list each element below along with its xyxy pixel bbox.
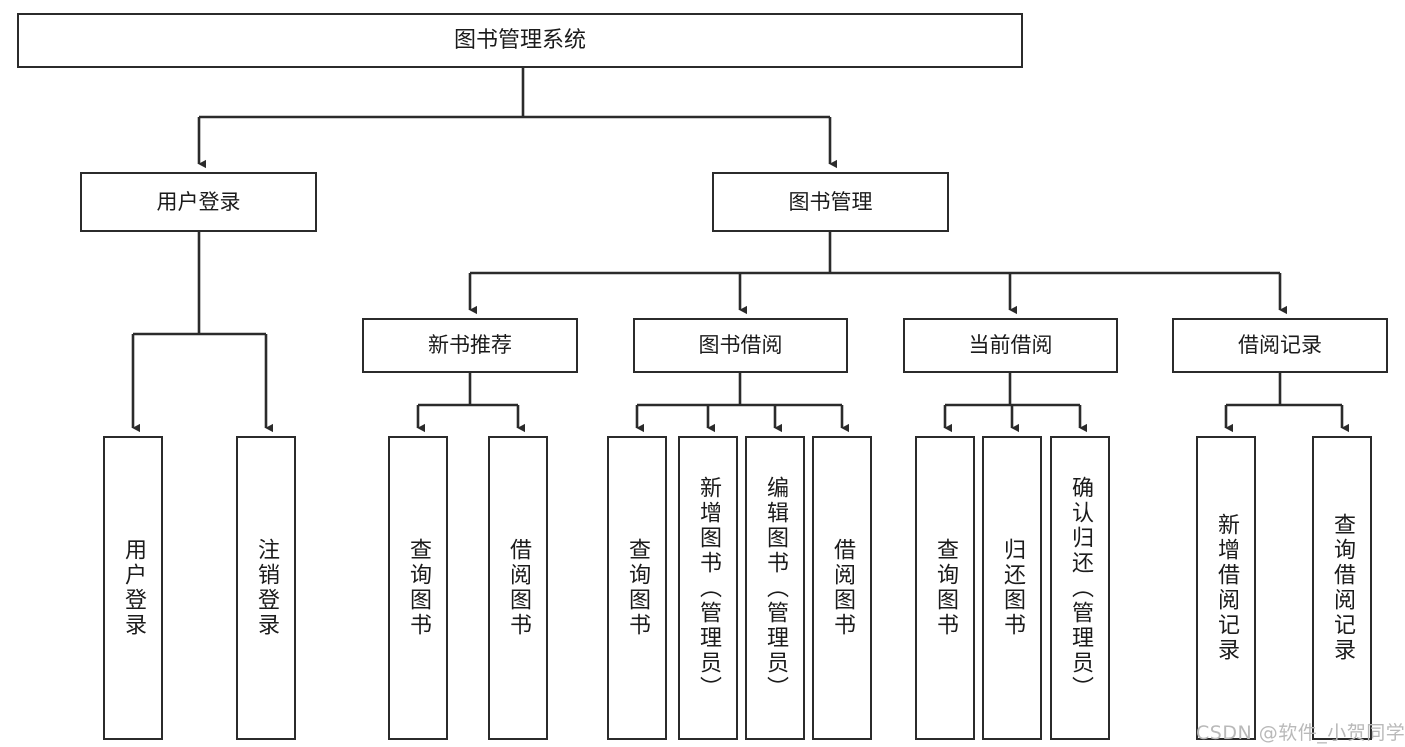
leaf-new-book-borrow-book[interactable]: 借阅图书 [488,436,548,740]
node-label: 用户登录 [121,538,146,638]
node-new-book-recommend[interactable]: 新书推荐 [362,318,578,373]
node-label: 查询图书 [625,538,650,638]
node-label: 借阅图书 [506,538,531,638]
leaf-book-borrow-add-book-admin[interactable]: 新增图书（管理员） [678,436,738,740]
node-label: 编辑图书（管理员） [763,475,788,701]
leaf-book-borrow-borrow-book[interactable]: 借阅图书 [812,436,872,740]
leaf-user-login-signout[interactable]: 注销登录 [236,436,296,740]
watermark-text: CSDN @软件_小贺同学 [1196,722,1405,744]
leaf-new-book-query-book[interactable]: 查询图书 [388,436,448,740]
node-label: 图书管理 [788,189,873,214]
node-label: 用户登录 [156,189,241,214]
node-label: 注销登录 [254,538,279,638]
leaf-book-borrow-edit-book-admin[interactable]: 编辑图书（管理员） [745,436,805,740]
leaf-current-borrow-query-book[interactable]: 查询图书 [915,436,975,740]
node-borrow-record[interactable]: 借阅记录 [1172,318,1388,373]
leaf-user-login-signin[interactable]: 用户登录 [103,436,163,740]
node-label: 查询图书 [933,538,958,638]
node-label: 查询图书 [406,538,431,638]
node-label: 新增借阅记录 [1214,513,1239,663]
node-user-login[interactable]: 用户登录 [80,172,317,232]
node-label: 图书管理系统 [453,27,586,53]
node-label: 新增图书（管理员） [696,475,721,701]
leaf-borrow-record-add-record[interactable]: 新增借阅记录 [1196,436,1256,740]
node-label: 查询借阅记录 [1330,513,1355,663]
leaf-current-borrow-return-book[interactable]: 归还图书 [982,436,1042,740]
node-label: 图书借阅 [698,333,783,358]
leaf-current-borrow-confirm-return-admin[interactable]: 确认归还（管理员） [1050,436,1110,740]
node-label: 归还图书 [1000,538,1025,638]
node-root-book-management-system[interactable]: 图书管理系统 [17,13,1023,68]
leaf-borrow-record-query-record[interactable]: 查询借阅记录 [1312,436,1372,740]
node-current-borrow[interactable]: 当前借阅 [903,318,1118,373]
node-book-management[interactable]: 图书管理 [712,172,949,232]
node-book-borrow[interactable]: 图书借阅 [633,318,848,373]
node-label: 新书推荐 [428,333,512,358]
node-label: 当前借阅 [968,333,1053,358]
node-label: 借阅图书 [830,538,855,638]
node-label: 借阅记录 [1238,333,1322,358]
node-label: 确认归还（管理员） [1068,475,1093,701]
leaf-book-borrow-query-book[interactable]: 查询图书 [607,436,667,740]
